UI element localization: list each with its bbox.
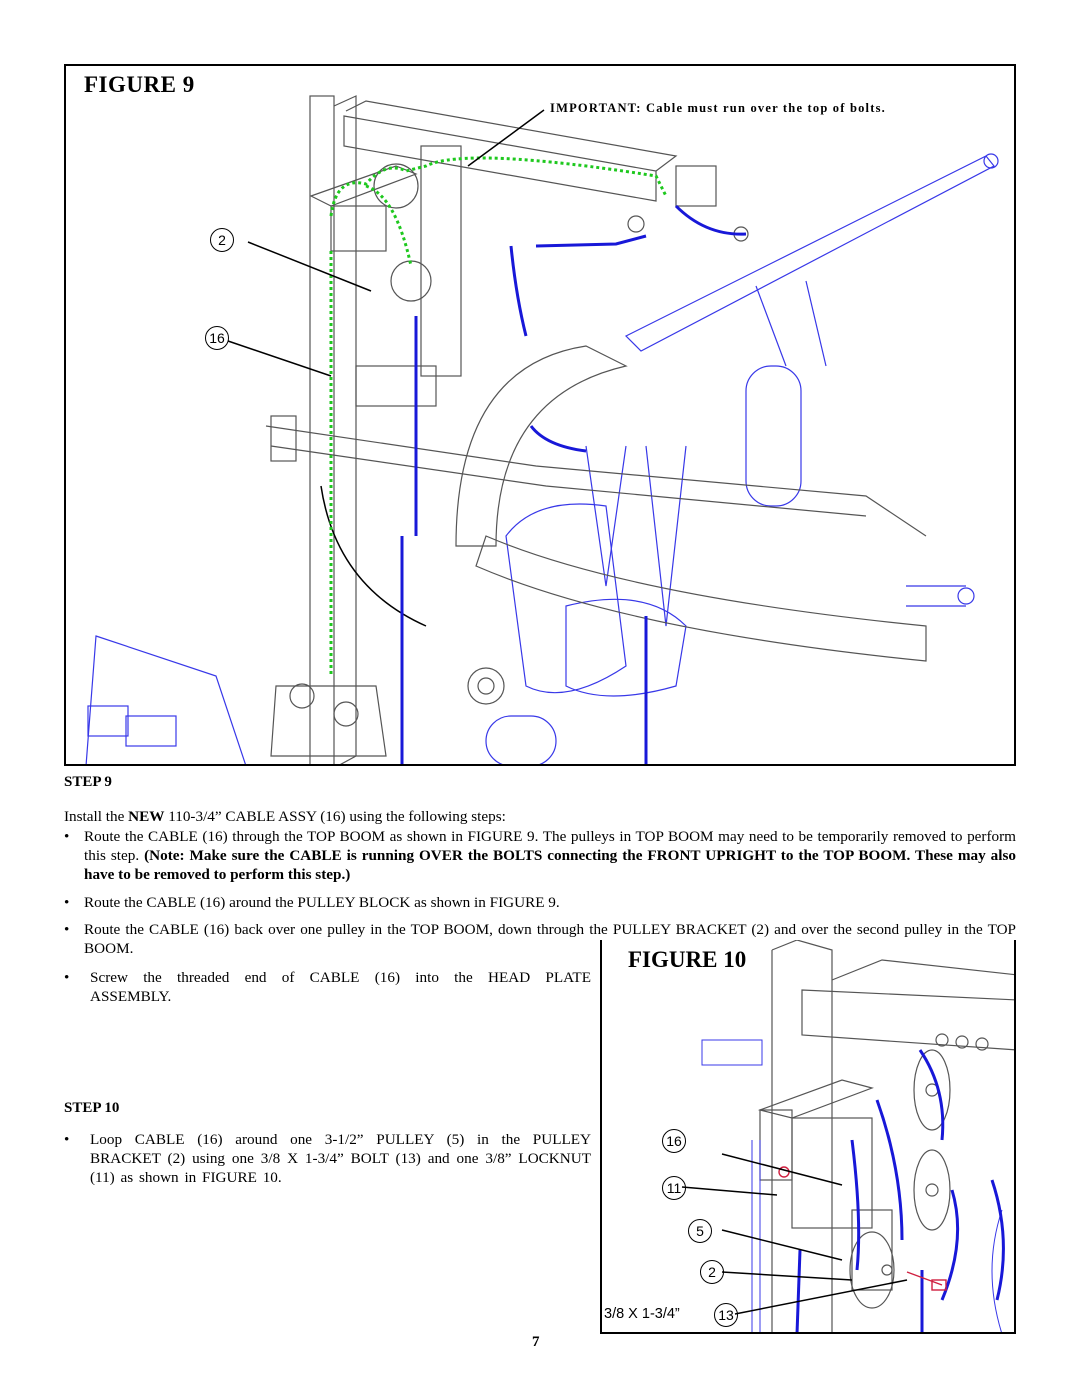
figure-10-title: FIGURE 10: [628, 947, 747, 972]
bullet-dot: •: [64, 921, 70, 938]
figure-10-drawing: [681, 940, 1014, 1332]
callout-2-fig10: 2: [700, 1260, 724, 1284]
step-9-bullet-3: • Route the CABLE (16) back over one pul…: [64, 920, 1016, 958]
figure-10-panel: 16 11 5 2 13 3/8 X 1-3/4”: [600, 940, 1016, 1334]
step-9-bullet-1-text: Route the CABLE (16) through the TOP BOO…: [84, 827, 1016, 884]
step-10-heading: STEP 10: [64, 1100, 120, 1116]
callout-16: 16: [205, 326, 229, 350]
step-9-bullet-1-bold: (Note: Make sure the CABLE is running OV…: [84, 847, 1016, 883]
callout-13: 13: [714, 1303, 738, 1327]
step-9-intro-prefix: Install the: [64, 808, 129, 825]
callout-16-fig10: 16: [662, 1129, 686, 1153]
step-9-bullet-4: • Screw the threaded end of CABLE (16) i…: [64, 968, 591, 1006]
page-number: 7: [532, 1334, 540, 1350]
callout-11: 11: [662, 1176, 686, 1200]
bolt-size-label: 3/8 X 1-3/4”: [604, 1306, 680, 1322]
step-9-bullet-4-text: Screw the threaded end of CABLE (16) int…: [90, 969, 591, 1005]
step-9-heading: STEP 9: [64, 774, 112, 790]
figure-9-panel: FIGURE 9 IMPORTANT: Cable must run over …: [64, 64, 1016, 766]
step-10-bullet-1-text: Loop CABLE (16) around one 3-1/2” PULLEY…: [90, 1131, 591, 1186]
step-9-bullet-2-text: Route the CABLE (16) around the PULLEY B…: [84, 894, 560, 911]
bullet-dot: •: [64, 894, 70, 911]
step-9-bullet-2: • Route the CABLE (16) around the PULLEY…: [64, 893, 1016, 912]
step-9-bullet-1-plain: Route the CABLE (16) through the TOP BOO…: [84, 828, 1016, 864]
figure-9-drawing: [85, 95, 999, 764]
step-10-bullet-1: • Loop CABLE (16) around one 3-1/2” PULL…: [64, 1130, 591, 1187]
step-9-intro: Install the NEW 110-3/4” CABLE ASSY (16)…: [64, 807, 1016, 826]
callout-5: 5: [688, 1219, 712, 1243]
bullet-dot: •: [64, 828, 70, 845]
figure-9-title: FIGURE 9: [84, 72, 195, 97]
callout-2: 2: [210, 228, 234, 252]
step-9-bullet-3-text: Route the CABLE (16) back over one pulle…: [84, 921, 1016, 957]
step-9-intro-suffix: 110-3/4” CABLE ASSY (16) using the follo…: [164, 808, 506, 825]
bullet-dot: •: [64, 969, 70, 986]
step-9-bullet-1: • Route the CABLE (16) through the TOP B…: [64, 827, 1016, 884]
important-note: IMPORTANT: Cable must run over the top o…: [550, 101, 886, 115]
step-9-intro-bold: NEW: [128, 808, 165, 825]
bullet-dot: •: [64, 1131, 70, 1148]
